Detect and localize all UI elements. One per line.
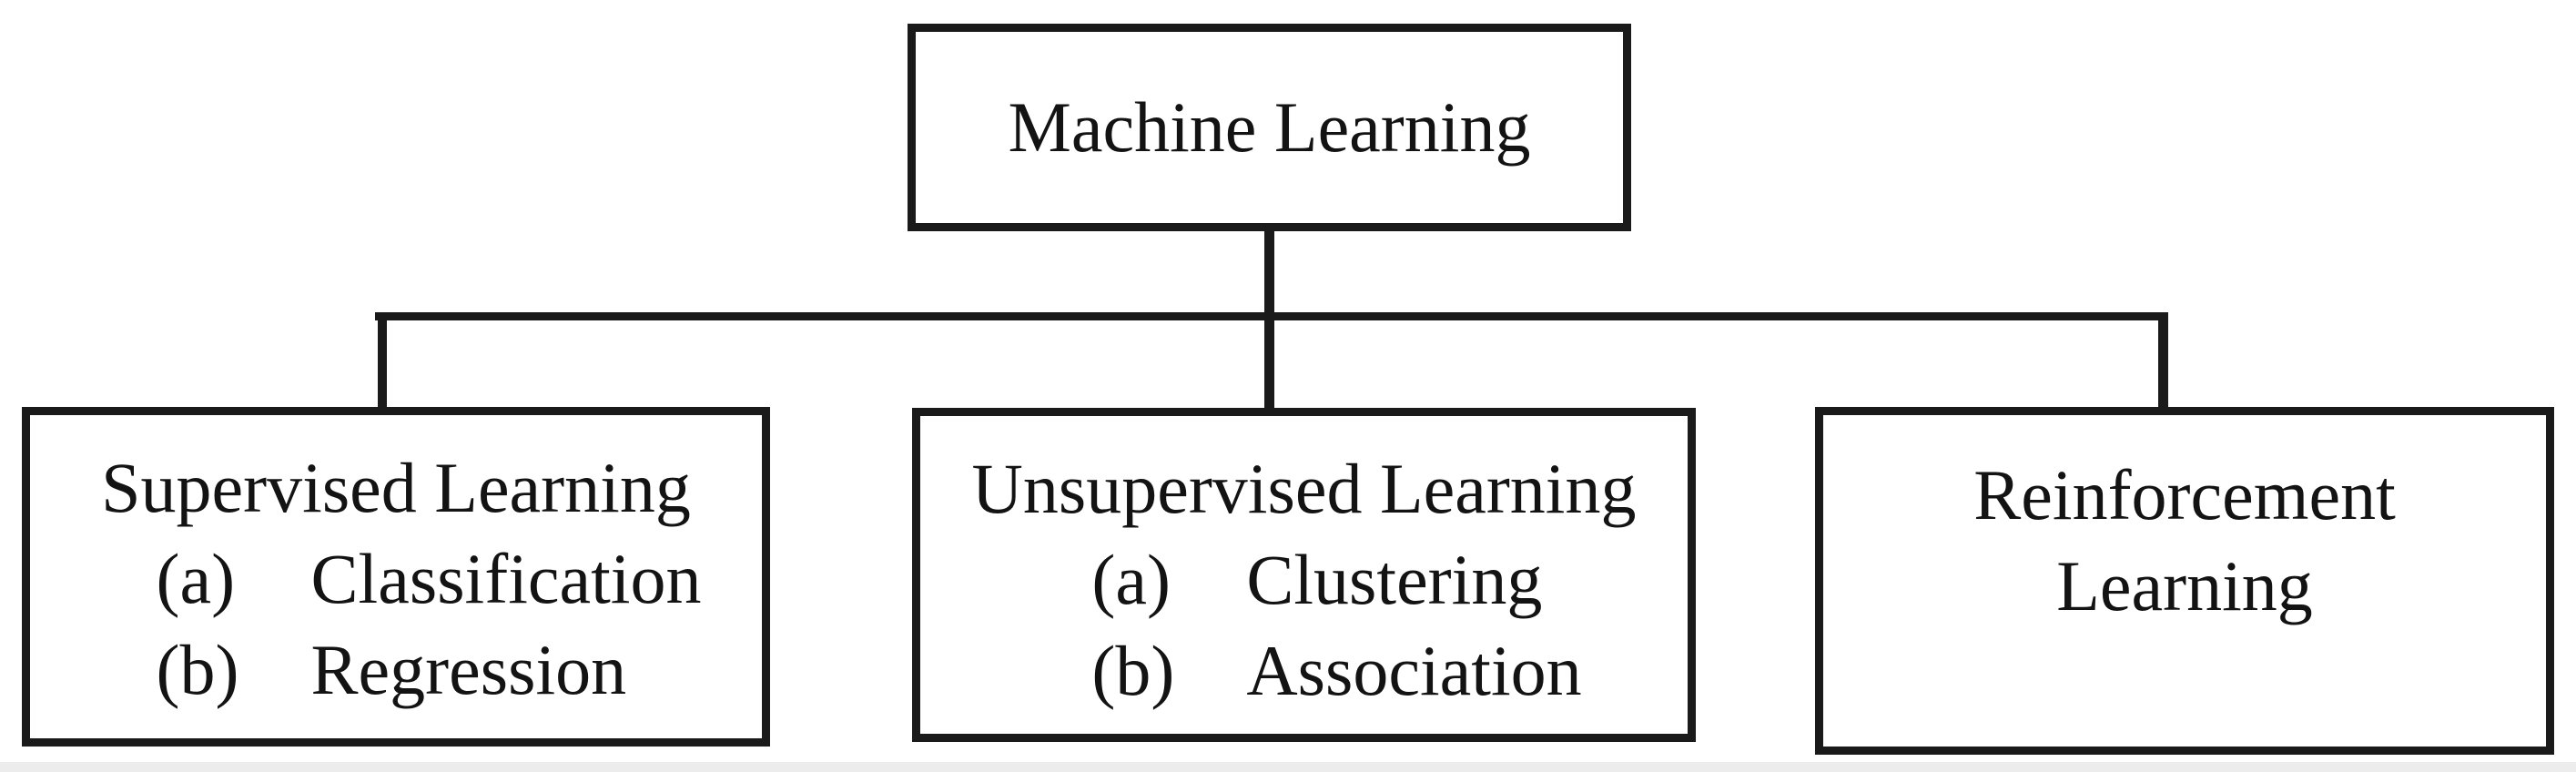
node-machine-learning-title: Machine Learning (1008, 87, 1531, 167)
connector-drop-supervised (378, 315, 387, 410)
item-label: Association (1246, 631, 1582, 710)
list-item: (a) Clustering (1091, 534, 1581, 625)
list-item: (b) Regression (157, 625, 702, 716)
item-label: Classification (310, 539, 702, 618)
supervised-items: (a) Classification (b) Regression (157, 533, 702, 716)
item-label: Clustering (1246, 540, 1543, 619)
node-reinforcement-learning: Reinforcement Learning (1815, 407, 2554, 755)
item-label: Regression (310, 630, 627, 709)
connector-drop-reinforcement (2158, 315, 2168, 410)
node-unsupervised-learning-title: Unsupervised Learning (971, 449, 1637, 528)
connector-root-stem (1264, 230, 1274, 412)
item-marker: (a) (156, 539, 236, 618)
bottom-band (0, 762, 2576, 772)
list-item: (a) Classification (157, 533, 702, 625)
unsupervised-items: (a) Clustering (b) Association (1091, 534, 1581, 716)
node-reinforcement-learning-title: Reinforcement Learning (1973, 455, 2396, 625)
item-marker: (b) (1091, 631, 1175, 710)
item-marker: (a) (1091, 540, 1171, 619)
connector-horizontal-bus (375, 312, 2168, 320)
node-unsupervised-learning: Unsupervised Learning (a) Clustering (b)… (912, 408, 1696, 742)
node-supervised-learning-title: Supervised Learning (101, 448, 691, 527)
node-supervised-learning: Supervised Learning (a) Classification (… (22, 407, 770, 747)
list-item: (b) Association (1091, 625, 1581, 716)
node-machine-learning: Machine Learning (908, 24, 1631, 231)
item-marker: (b) (156, 630, 239, 709)
